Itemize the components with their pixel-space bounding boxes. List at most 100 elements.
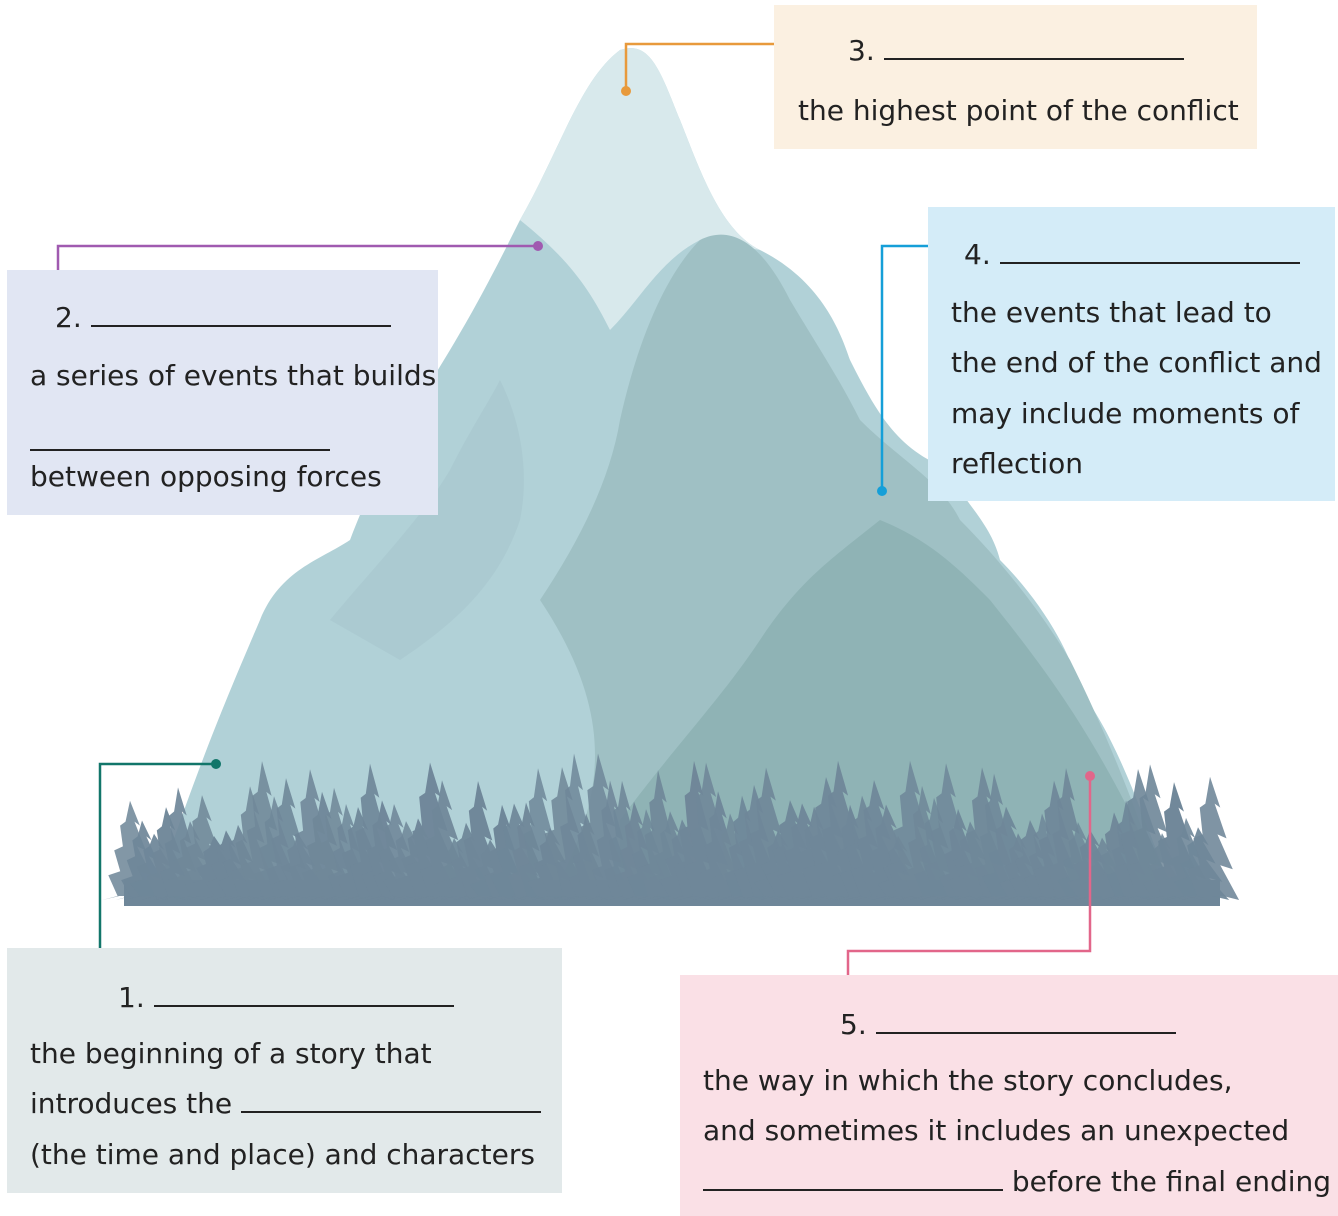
pine-tree [310, 787, 358, 900]
resolution-number-row: 5. [840, 999, 1176, 1050]
exposition-answer-blank[interactable] [153, 1004, 454, 1007]
resolution-number: 5. [840, 1008, 867, 1041]
falling-action-line3: may include moments of [951, 397, 1300, 430]
resolution-line1: the way in which the story concludes, [703, 1064, 1233, 1097]
pine-tree [609, 801, 659, 900]
resolution-line2: and sometimes it includes an unexpected [703, 1114, 1290, 1147]
exposition-line3: (the time and place) and characters [30, 1138, 535, 1171]
pine-tree [1052, 822, 1104, 900]
pine-tree [970, 773, 1018, 900]
resolution-box: 5. the way in which the story concludes,… [680, 975, 1338, 1216]
pine-tree [367, 803, 421, 900]
pine-tree [567, 753, 629, 900]
pine-tree [809, 760, 867, 900]
mountain-peak-snow [520, 48, 760, 330]
pine-tree [329, 807, 387, 900]
pine-tree [1160, 817, 1212, 900]
pine-tree [844, 779, 904, 900]
pine-tree [161, 821, 219, 900]
climax-description: the highest point of the conflict [798, 94, 1239, 127]
falling-action-number: 4. [964, 238, 991, 271]
climax-answer-blank[interactable] [883, 57, 1184, 60]
pine-tree [918, 763, 974, 900]
rising-action-inline-blank[interactable] [30, 448, 330, 451]
pine-tree [102, 800, 158, 900]
exposition-line2-row: introduces the [30, 1078, 542, 1129]
resolution-answer-blank[interactable] [875, 1031, 1176, 1034]
pine-tree [235, 761, 289, 900]
pine-tree [1137, 833, 1187, 900]
pine-tree [934, 808, 982, 900]
pine-tree [855, 804, 917, 900]
pine-tree [388, 818, 448, 900]
exposition-line2: introduces the [30, 1087, 233, 1120]
rising-action-inline-blank-row [30, 416, 330, 467]
rising-action-box: 2. a series of events that builds betwee… [7, 270, 438, 515]
exposition-number: 1. [118, 981, 145, 1014]
rising-action-number-row: 2. [55, 292, 391, 343]
pine-tree [677, 762, 735, 900]
resolution-line3: before the final ending [1011, 1165, 1332, 1198]
falling-action-line1: the events that lead to [951, 296, 1272, 329]
pine-tree [707, 813, 753, 900]
pine-tree [770, 803, 834, 900]
pine-tree [1042, 767, 1090, 900]
rising-action-line3: between opposing forces [30, 460, 382, 493]
pine-tree [464, 839, 516, 900]
pine-tree [940, 821, 1000, 900]
pine-tree [283, 769, 337, 900]
pine-tree [502, 802, 550, 900]
pine-tree [344, 763, 396, 900]
pine-tree [155, 787, 201, 900]
pine-tree [355, 800, 409, 900]
climax-box: 3. the highest point of the conflict [774, 5, 1257, 149]
exposition-box: 1. the beginning of a story that introdu… [7, 948, 562, 1193]
pine-tree [881, 760, 939, 900]
falling-action-line4: reflection [951, 447, 1084, 480]
pine-tree [975, 806, 1037, 900]
pine-tree [550, 753, 598, 900]
pine-tree [440, 822, 492, 900]
resolution-line3-row: before the final ending [703, 1156, 1331, 1207]
pine-tree [635, 770, 681, 900]
pine-tree [1166, 827, 1230, 900]
pine-tree [1074, 837, 1130, 900]
pine-tree [622, 809, 670, 900]
rising-action-line1: a series of events that builds [30, 359, 437, 392]
pine-tree [1180, 776, 1240, 900]
pine-tree [413, 780, 471, 900]
pine-tree [398, 762, 462, 900]
rising-action-answer-blank[interactable] [90, 324, 391, 327]
pine-tree [513, 768, 563, 900]
pine-tree [1146, 782, 1202, 900]
falling-action-box: 4. the events that lead to the end of th… [928, 207, 1335, 501]
pine-tree [260, 778, 312, 900]
pine-tree [175, 795, 229, 900]
pine-tree [898, 785, 946, 900]
pine-tree [563, 813, 609, 900]
falling-action-answer-blank[interactable] [999, 261, 1300, 264]
pine-tree [954, 767, 1010, 900]
pine-tree [453, 781, 503, 900]
exposition-number-row: 1. [118, 972, 454, 1023]
mountain-ridge-shade [330, 380, 524, 660]
pine-tree [1119, 764, 1181, 900]
pine-tree [599, 780, 645, 900]
resolution-inline-blank[interactable] [703, 1188, 1003, 1191]
exposition-line1: the beginning of a story that [30, 1037, 432, 1070]
pine-tree [738, 767, 794, 900]
climax-number-row: 3. [848, 25, 1184, 76]
pine-tree [115, 820, 169, 900]
pine-tree [643, 811, 697, 900]
climax-number: 3. [848, 34, 875, 67]
pine-tree-row [102, 753, 1240, 906]
pine-tree [123, 833, 185, 900]
exposition-inline-blank[interactable] [241, 1110, 542, 1113]
falling-action-line2: the end of the conflict and [951, 346, 1322, 379]
pine-tree [1019, 813, 1065, 900]
falling-action-number-row: 4. [964, 229, 1300, 280]
pine-tree [695, 791, 741, 900]
rising-action-number: 2. [55, 301, 82, 334]
pine-tree [652, 819, 712, 900]
